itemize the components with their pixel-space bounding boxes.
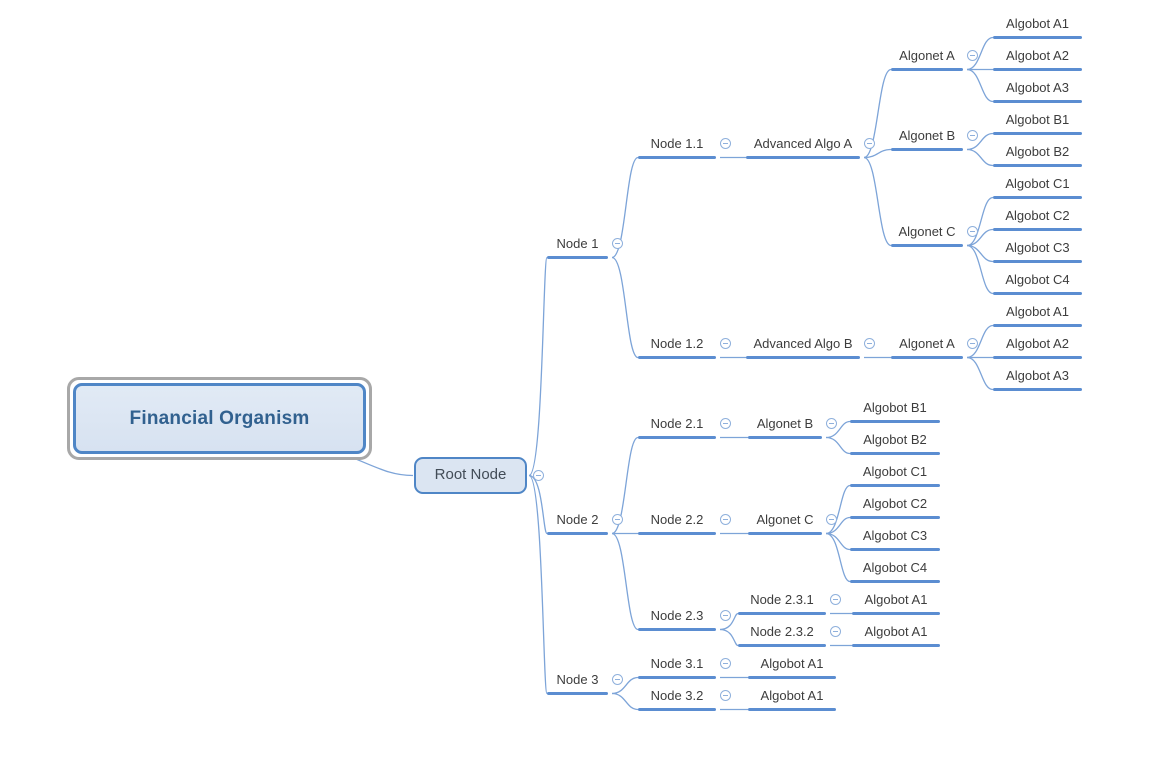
branch-connector xyxy=(611,156,639,259)
branch-connector xyxy=(611,436,639,535)
mindmap-title-box[interactable]: Financial Organism xyxy=(67,377,372,460)
collapse-icon-node-3-2[interactable] xyxy=(720,690,731,701)
branch-connector xyxy=(611,256,639,359)
mindmap-node-node-2-3[interactable]: Node 2.3 xyxy=(638,604,716,631)
mindmap-node-node-3-2[interactable]: Node 3.2 xyxy=(638,684,716,711)
branch-connector xyxy=(528,474,548,535)
collapse-icon-algonet-b-2[interactable] xyxy=(826,418,837,429)
branch-connector xyxy=(528,474,548,695)
mindmap-node-node-3-1[interactable]: Node 3.1 xyxy=(638,652,716,679)
branch-connector xyxy=(966,132,994,151)
mindmap-node-node-3[interactable]: Node 3 xyxy=(547,668,608,695)
mindmap-node-algobot-a3-1[interactable]: Algobot A3 xyxy=(993,76,1082,103)
mindmap-node-algonet-c-1[interactable]: Algonet C xyxy=(891,220,963,247)
mindmap-node-algobot-c1-1[interactable]: Algobot C1 xyxy=(993,172,1082,199)
branch-connector xyxy=(825,532,851,551)
collapse-icon-algonet-b-1[interactable] xyxy=(967,130,978,141)
mindmap-node-algobot-c2-2[interactable]: Algobot C2 xyxy=(850,492,940,519)
collapse-icon-node-2-2[interactable] xyxy=(720,514,731,525)
branch-connector xyxy=(825,420,851,439)
collapse-icon-algonet-a-1[interactable] xyxy=(967,50,978,61)
mindmap-node-algobot-b2-2[interactable]: Algobot B2 xyxy=(850,428,940,455)
collapse-icon-node-1[interactable] xyxy=(612,238,623,249)
mindmap-title-label: Financial Organism xyxy=(129,407,310,429)
branch-connector xyxy=(825,436,851,455)
branch-connector xyxy=(966,196,994,247)
mindmap-node-algobot-a2-1[interactable]: Algobot A2 xyxy=(993,44,1082,71)
collapse-icon-node-3[interactable] xyxy=(612,674,623,685)
mindmap-node-algobot-c1-2[interactable]: Algobot C1 xyxy=(850,460,940,487)
mindmap-node-node-2[interactable]: Node 2 xyxy=(547,508,608,535)
branch-connector xyxy=(966,148,994,167)
mindmap-node-algobot-a2-2[interactable]: Algobot A2 xyxy=(993,332,1082,359)
collapse-icon-root[interactable] xyxy=(533,470,544,481)
mindmap-node-algobot-a1-5[interactable]: Algobot A1 xyxy=(748,652,836,679)
collapse-icon-node-2-3[interactable] xyxy=(720,610,731,621)
collapse-icon-advanced-algo-a[interactable] xyxy=(864,138,875,149)
mindmap-node-algobot-a1-4[interactable]: Algobot A1 xyxy=(852,620,940,647)
branch-connector xyxy=(966,36,994,71)
collapse-icon-algonet-a-2[interactable] xyxy=(967,338,978,349)
branch-connector xyxy=(611,692,639,711)
branch-connector xyxy=(966,228,994,247)
collapse-icon-node-2-3-2[interactable] xyxy=(830,626,841,637)
branch-connector xyxy=(966,324,994,359)
collapse-icon-algonet-c-1[interactable] xyxy=(967,226,978,237)
mindmap-node-algonet-c-2[interactable]: Algonet C xyxy=(748,508,822,535)
collapse-icon-node-2[interactable] xyxy=(612,514,623,525)
branch-connector xyxy=(863,68,892,159)
mindmap-node-algonet-b-1[interactable]: Algonet B xyxy=(891,124,963,151)
mindmap-node-algobot-c4-1[interactable]: Algobot C4 xyxy=(993,268,1082,295)
collapse-icon-node-1-1[interactable] xyxy=(720,138,731,149)
collapse-icon-node-1-2[interactable] xyxy=(720,338,731,349)
mindmap-node-algobot-a1-1[interactable]: Algobot A1 xyxy=(993,12,1082,39)
collapse-icon-advanced-algo-b[interactable] xyxy=(864,338,875,349)
mindmap-node-algonet-a-1[interactable]: Algonet A xyxy=(891,44,963,71)
mindmap-node-algobot-a1-6[interactable]: Algobot A1 xyxy=(748,684,836,711)
mindmap-title-box-inner: Financial Organism xyxy=(73,383,366,454)
mindmap-node-algobot-b1-2[interactable]: Algobot B1 xyxy=(850,396,940,423)
collapse-icon-node-2-1[interactable] xyxy=(720,418,731,429)
branch-connector xyxy=(966,244,994,295)
branch-connector xyxy=(825,532,851,583)
branch-connector xyxy=(966,68,994,103)
mindmap-node-node-1-2[interactable]: Node 1.2 xyxy=(638,332,716,359)
mindmap-node-algobot-c3-2[interactable]: Algobot C3 xyxy=(850,524,940,551)
mindmap-node-node-1-1[interactable]: Node 1.1 xyxy=(638,132,716,159)
mindmap-node-node-2-3-1[interactable]: Node 2.3.1 xyxy=(738,588,826,615)
branch-connector xyxy=(611,532,639,631)
mindmap-node-algobot-b2-1[interactable]: Algobot B2 xyxy=(993,140,1082,167)
mindmap-node-advanced-algo-b[interactable]: Advanced Algo B xyxy=(746,332,860,359)
mindmap-node-advanced-algo-a[interactable]: Advanced Algo A xyxy=(746,132,860,159)
mindmap-node-node-1[interactable]: Node 1 xyxy=(547,232,608,259)
collapse-icon-node-3-1[interactable] xyxy=(720,658,731,669)
mindmap-node-algobot-c3-1[interactable]: Algobot C3 xyxy=(993,236,1082,263)
mindmap-node-root[interactable]: Root Node xyxy=(414,457,527,494)
branch-connector xyxy=(825,516,851,535)
branch-connector xyxy=(719,612,739,631)
collapse-icon-algonet-c-2[interactable] xyxy=(826,514,837,525)
branch-connector xyxy=(966,356,994,391)
mindmap-node-algobot-a1-2[interactable]: Algobot A1 xyxy=(993,300,1082,327)
mindmap-node-algobot-c2-1[interactable]: Algobot C2 xyxy=(993,204,1082,231)
mindmap-node-algobot-c4-2[interactable]: Algobot C4 xyxy=(850,556,940,583)
mindmap-node-algobot-a3-2[interactable]: Algobot A3 xyxy=(993,364,1082,391)
collapse-icon-node-2-3-1[interactable] xyxy=(830,594,841,605)
mindmap-node-node-2-3-2[interactable]: Node 2.3.2 xyxy=(738,620,826,647)
branch-connector xyxy=(719,628,739,647)
branch-connector xyxy=(863,148,892,159)
mindmap-node-algobot-b1-1[interactable]: Algobot B1 xyxy=(993,108,1082,135)
mindmap-node-algonet-a-2[interactable]: Algonet A xyxy=(891,332,963,359)
mindmap-node-algobot-a1-3[interactable]: Algobot A1 xyxy=(852,588,940,615)
branch-connector xyxy=(863,156,892,247)
branch-connector xyxy=(611,676,639,695)
mindmap-node-node-2-2[interactable]: Node 2.2 xyxy=(638,508,716,535)
mindmap-node-algonet-b-2[interactable]: Algonet B xyxy=(748,412,822,439)
mindmap-node-node-2-1[interactable]: Node 2.1 xyxy=(638,412,716,439)
branch-connector xyxy=(966,244,994,263)
branch-connector xyxy=(528,256,548,477)
branch-connector xyxy=(825,484,851,535)
